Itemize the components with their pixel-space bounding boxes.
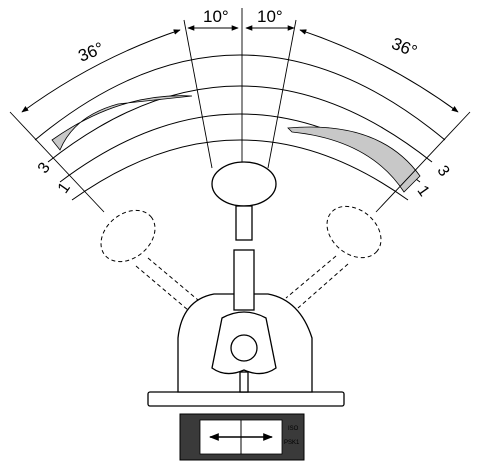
position-label-right-1: 1 (414, 183, 433, 200)
shaded-range-left (51, 95, 193, 151)
angle-label-inner-left: 10° (203, 7, 229, 26)
shaded-range-right (287, 126, 421, 193)
position-label-left-3: 3 (35, 160, 54, 177)
angle-label-inner-right: 10° (257, 7, 283, 26)
lever-housing (147, 293, 345, 407)
position-label-right-3: 3 (434, 163, 453, 180)
plate-code-line2: PSK1 (284, 440, 300, 446)
angle-label-outer-right: 36° (389, 34, 420, 61)
indicator-plate (179, 413, 305, 461)
dimension-arrows (21, 25, 459, 113)
position-label-left-1: 1 (55, 180, 74, 197)
ghost-lever-right (285, 205, 382, 309)
angle-label-outer-left: 36° (76, 39, 107, 66)
central-lever (211, 161, 277, 311)
plate-code-line1: ISO (288, 426, 299, 432)
radial-lines (9, 8, 471, 213)
ghost-lever-left (100, 209, 199, 311)
